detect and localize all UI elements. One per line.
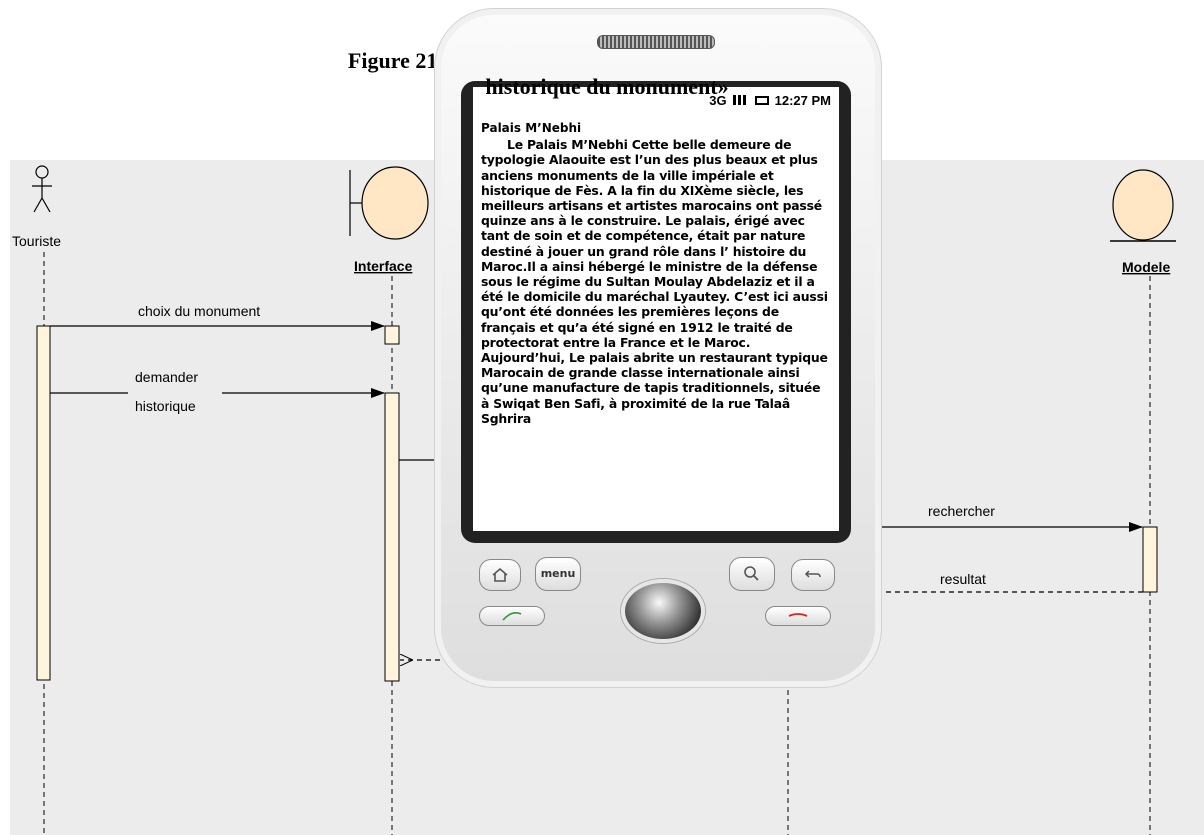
actor-touriste: Touriste bbox=[12, 165, 61, 249]
message-demander-label-2: historique bbox=[135, 398, 196, 414]
status-bar: 3G 12:27 PM bbox=[473, 87, 839, 113]
actor-label: Touriste bbox=[12, 233, 61, 249]
message-rechercher-label: rechercher bbox=[928, 503, 995, 519]
home-icon bbox=[492, 567, 508, 582]
message-resultat-label: resultat bbox=[940, 571, 986, 587]
home-button[interactable] bbox=[479, 559, 521, 591]
boundary-label: Interface bbox=[354, 258, 413, 274]
signal-icon bbox=[732, 95, 749, 105]
call-icon bbox=[502, 612, 522, 621]
search-icon bbox=[744, 566, 759, 581]
back-button[interactable] bbox=[791, 559, 835, 591]
entity-icon bbox=[1112, 169, 1174, 241]
menu-button[interactable]: menu bbox=[535, 557, 581, 591]
trackball[interactable] bbox=[621, 579, 705, 643]
screen-frame: 3G 12:27 PM Palais M’Nebhi Le Palais M’N… bbox=[461, 81, 851, 543]
battery-icon bbox=[754, 95, 769, 105]
activation-interface-2 bbox=[384, 392, 400, 682]
back-icon bbox=[804, 570, 821, 578]
boundary-interface: Interface bbox=[349, 166, 429, 274]
boundary-icon bbox=[361, 166, 429, 240]
speaker-grille bbox=[597, 35, 715, 49]
entity-label: Modele bbox=[1122, 259, 1170, 275]
network-indicator: 3G bbox=[709, 92, 727, 108]
activation-interface-1 bbox=[384, 325, 400, 345]
phone-mockup: 3G 12:27 PM Palais M’Nebhi Le Palais M’N… bbox=[434, 8, 882, 688]
message-demander-label-1: demander bbox=[135, 369, 198, 385]
activation-modele bbox=[1142, 526, 1158, 593]
entity-modele: Modele bbox=[1110, 169, 1176, 275]
end-call-icon bbox=[788, 613, 808, 617]
monument-title: Palais M’Nebhi bbox=[481, 121, 582, 135]
phone-screen: Palais M’Nebhi Le Palais M’Nebhi Cette b… bbox=[473, 113, 839, 531]
end-call-button[interactable] bbox=[765, 606, 831, 626]
activation-touriste bbox=[36, 325, 51, 681]
search-button[interactable] bbox=[729, 557, 775, 591]
monument-history-text: Le Palais M’Nebhi Cette belle demeure de… bbox=[481, 137, 828, 426]
message-choix-label: choix du monument bbox=[138, 303, 260, 319]
menu-button-label: menu bbox=[540, 567, 576, 580]
actor-head bbox=[35, 165, 49, 179]
status-time: 12:27 PM bbox=[774, 92, 831, 108]
call-button[interactable] bbox=[479, 606, 545, 626]
